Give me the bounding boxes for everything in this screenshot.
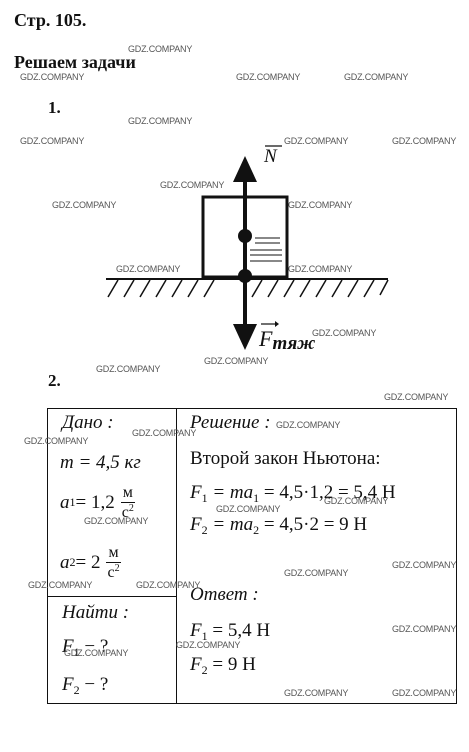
watermark: GDZ.COMPANY [20, 136, 85, 146]
problem-table [47, 408, 457, 704]
watermark: GDZ.COMPANY [128, 116, 193, 126]
contact-point-dot [238, 269, 252, 283]
watermark: GDZ.COMPANY [276, 420, 341, 430]
watermark: GDZ.COMPANY [392, 624, 457, 634]
watermark: GDZ.COMPANY [204, 356, 269, 366]
watermark: GDZ.COMPANY [132, 428, 197, 438]
watermark: GDZ.COMPANY [84, 516, 149, 526]
find-f1: F1 − ? [62, 636, 109, 659]
watermark: GDZ.COMPANY [176, 640, 241, 650]
watermark: GDZ.COMPANY [324, 496, 389, 506]
block-shading [250, 237, 282, 262]
watermark: GDZ.COMPANY [288, 200, 353, 210]
watermark: GDZ.COMPANY [284, 688, 349, 698]
solution-heading: Решение : [190, 412, 271, 433]
center-of-mass-dot [238, 229, 252, 243]
given-mass: m = 4,5 кг [60, 452, 141, 473]
watermark: GDZ.COMPANY [96, 364, 161, 374]
problem-2-number: 2. [48, 371, 61, 390]
watermark: GDZ.COMPANY [28, 580, 93, 590]
gravity-force-arrow [233, 324, 257, 350]
watermark: GDZ.COMPANY [136, 580, 201, 590]
problem-1-number: 1. [48, 98, 61, 117]
watermark: GDZ.COMPANY [284, 568, 349, 578]
watermark: GDZ.COMPANY [384, 392, 449, 402]
watermark: GDZ.COMPANY [64, 648, 129, 658]
label-gravity-force: Fтяж [259, 326, 316, 354]
watermark: GDZ.COMPANY [20, 72, 85, 82]
watermark: GDZ.COMPANY [236, 72, 301, 82]
watermark: GDZ.COMPANY [128, 44, 193, 54]
table-divider-vertical [176, 408, 177, 704]
solution-eq1: F1 = ma1 = 4,5·1,2 = 5,4 Н [190, 482, 396, 505]
table-divider-horizontal [47, 596, 177, 597]
section-title: Решаем задачи [14, 52, 136, 72]
watermark: GDZ.COMPANY [216, 504, 281, 514]
normal-force-arrow [233, 156, 257, 182]
watermark: GDZ.COMPANY [344, 72, 409, 82]
find-f2: F2 − ? [62, 674, 109, 697]
ground-hatching [107, 279, 389, 298]
solution-eq2: F2 = ma2 = 4,5·2 = 9 Н [190, 514, 368, 537]
label-normal-force: N [264, 146, 277, 167]
solution-law: Второй закон Ньютона: [190, 448, 381, 469]
given-heading: Дано : [62, 412, 114, 433]
watermark: GDZ.COMPANY [392, 688, 457, 698]
answer-f1: F1 = 5,4 Н [190, 620, 271, 643]
watermark: GDZ.COMPANY [116, 264, 181, 274]
watermark: GDZ.COMPANY [24, 436, 89, 446]
watermark: GDZ.COMPANY [312, 328, 377, 338]
watermark: GDZ.COMPANY [284, 136, 349, 146]
answer-heading: Ответ : [190, 584, 259, 605]
watermark: GDZ.COMPANY [392, 560, 457, 570]
watermark: GDZ.COMPANY [160, 180, 225, 190]
watermark: GDZ.COMPANY [52, 200, 117, 210]
watermark: GDZ.COMPANY [392, 136, 457, 146]
force-diagram [106, 145, 389, 350]
find-heading: Найти : [62, 602, 130, 623]
answer-f2: F2 = 9 Н [190, 654, 256, 677]
watermark: GDZ.COMPANY [288, 264, 353, 274]
page-header: Стр. 105. [14, 10, 87, 30]
